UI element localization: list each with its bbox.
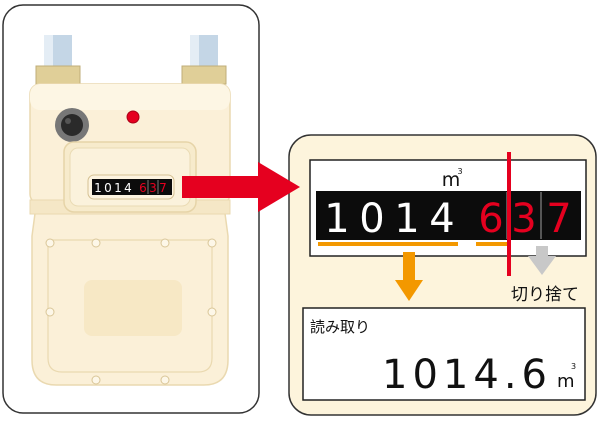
gray-down-arrow-icon: [528, 246, 556, 275]
small-decimal-digit: 3: [149, 181, 157, 195]
small-digit: 0: [104, 181, 112, 195]
zoom-unit: m 3: [442, 167, 463, 191]
reading-unit: m: [557, 371, 575, 392]
small-counter: [92, 179, 172, 195]
reading-unit-superscript: 3: [571, 362, 576, 371]
meter-nameplate: [84, 280, 182, 336]
zoom-decimal-digit: 7: [546, 196, 571, 242]
zoom-digit: 0: [359, 196, 384, 242]
zoom-decimal-digit: 6: [478, 196, 503, 242]
truncate-label: 切り捨て: [511, 285, 579, 305]
small-digit: 1: [94, 181, 102, 195]
zoom-panel: m 3 1 0 1 4 6 3 7 切り捨て: [288, 134, 597, 416]
reading-value: 1014.6: [382, 352, 552, 398]
zoom-counter-digits: 1 0 1 4 6 3 7: [324, 196, 571, 242]
small-decimal-digit: 6: [139, 181, 147, 195]
small-counter-digits: 1 0 1 4 6 3 7: [94, 181, 167, 195]
small-digit: 1: [114, 181, 122, 195]
zoom-unit-superscript: 3: [457, 167, 462, 176]
small-decimal-digit: 7: [159, 181, 167, 195]
red-right-arrow-icon: [182, 162, 300, 212]
shutoff-knob-icon: [55, 108, 89, 142]
zoom-digit: 1: [394, 196, 419, 242]
reading-box: [302, 307, 586, 401]
small-digit: 4: [124, 181, 132, 195]
orange-down-arrow-icon: [395, 252, 423, 301]
rivets: [45, 238, 217, 385]
zoom-unit-label: m: [442, 169, 461, 191]
indicator-light-icon: [126, 110, 140, 124]
zoom-digit: 1: [324, 196, 349, 242]
zoom-decimal-digit: 3: [511, 196, 536, 242]
zoom-counter: [316, 191, 581, 240]
reading-label: 読み取り: [310, 318, 370, 336]
meter-panel: 1 0 1 4 6 3 7: [2, 4, 260, 414]
right-pipe: [181, 35, 227, 85]
zoom-digit: 4: [429, 196, 454, 242]
left-pipe: [35, 35, 81, 85]
